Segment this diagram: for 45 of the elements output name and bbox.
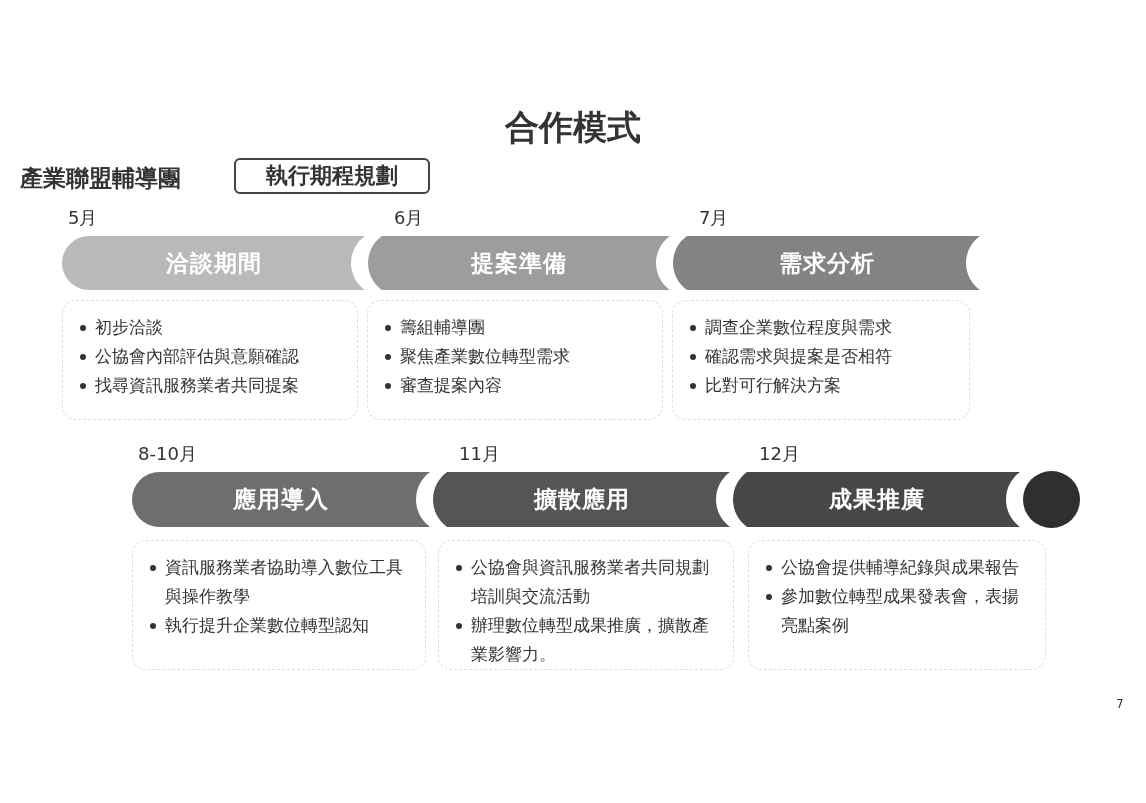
section-heading: 產業聯盟輔導團 bbox=[20, 164, 181, 193]
bullet-text: 調查企業數位程度與需求 bbox=[705, 317, 892, 337]
bullet-text: 初步洽談 bbox=[95, 317, 163, 337]
phase-title: 擴散應用 bbox=[533, 485, 630, 514]
detail-card bbox=[132, 540, 426, 670]
bullet-text: 參加數位轉型成果發表會，表揚亮點案例 bbox=[781, 586, 1019, 635]
phase-title: 洽談期間 bbox=[165, 248, 262, 278]
timeline-bar bbox=[433, 472, 730, 527]
phase-title: 提案準備 bbox=[471, 248, 567, 278]
month-label: 12月 bbox=[759, 442, 800, 466]
bullet-text: 公協會內部評估與意願確認 bbox=[95, 346, 299, 366]
page-title: 合作模式 bbox=[503, 106, 642, 149]
bullet-text: 辦理數位轉型成果推廣，擴散產業影響力。 bbox=[471, 615, 709, 664]
page-number: 7 bbox=[1116, 697, 1124, 711]
bullet-text: 籌組輔導團 bbox=[400, 317, 485, 337]
month-label: 8-10月 bbox=[138, 442, 197, 466]
detail-card bbox=[62, 300, 358, 420]
detail-card bbox=[672, 300, 970, 420]
end-circle bbox=[1023, 471, 1080, 528]
month-label: 5月 bbox=[68, 206, 98, 230]
month-label: 7月 bbox=[699, 206, 729, 230]
month-label: 6月 bbox=[394, 206, 424, 230]
tag-text: 執行期程規劃 bbox=[266, 162, 398, 190]
month-label: 11月 bbox=[459, 442, 500, 466]
detail-card bbox=[367, 300, 663, 420]
timeline-bar bbox=[62, 236, 365, 290]
phase-title: 需求分析 bbox=[778, 248, 875, 278]
phase-title: 應用導入 bbox=[233, 485, 329, 514]
phase-title: 成果推廣 bbox=[828, 485, 925, 514]
bullet-text: 比對可行解決方案 bbox=[705, 375, 841, 395]
bullet-text: 公協會提供輔導紀錄與成果報告 bbox=[781, 557, 1019, 577]
bullet-text: 找尋資訊服務業者共同提案 bbox=[95, 375, 299, 395]
detail-card bbox=[748, 540, 1046, 670]
tag-box bbox=[234, 158, 430, 194]
timeline-bar bbox=[132, 472, 430, 527]
bullet-text: 聚焦產業數位轉型需求 bbox=[400, 346, 570, 366]
timeline-bar bbox=[673, 236, 980, 290]
bullet-text: 公協會與資訊服務業者共同規劃培訓與交流活動 bbox=[471, 557, 709, 606]
bullet-text: 資訊服務業者協助導入數位工具與操作教學 bbox=[165, 557, 403, 606]
bullet-text: 確認需求與提案是否相符 bbox=[705, 346, 892, 366]
timeline-bar bbox=[368, 236, 670, 290]
detail-card bbox=[438, 540, 734, 670]
bullet-text: 審查提案內容 bbox=[400, 375, 502, 395]
bullet-text: 執行提升企業數位轉型認知 bbox=[165, 615, 369, 635]
timeline-bar bbox=[733, 472, 1020, 527]
